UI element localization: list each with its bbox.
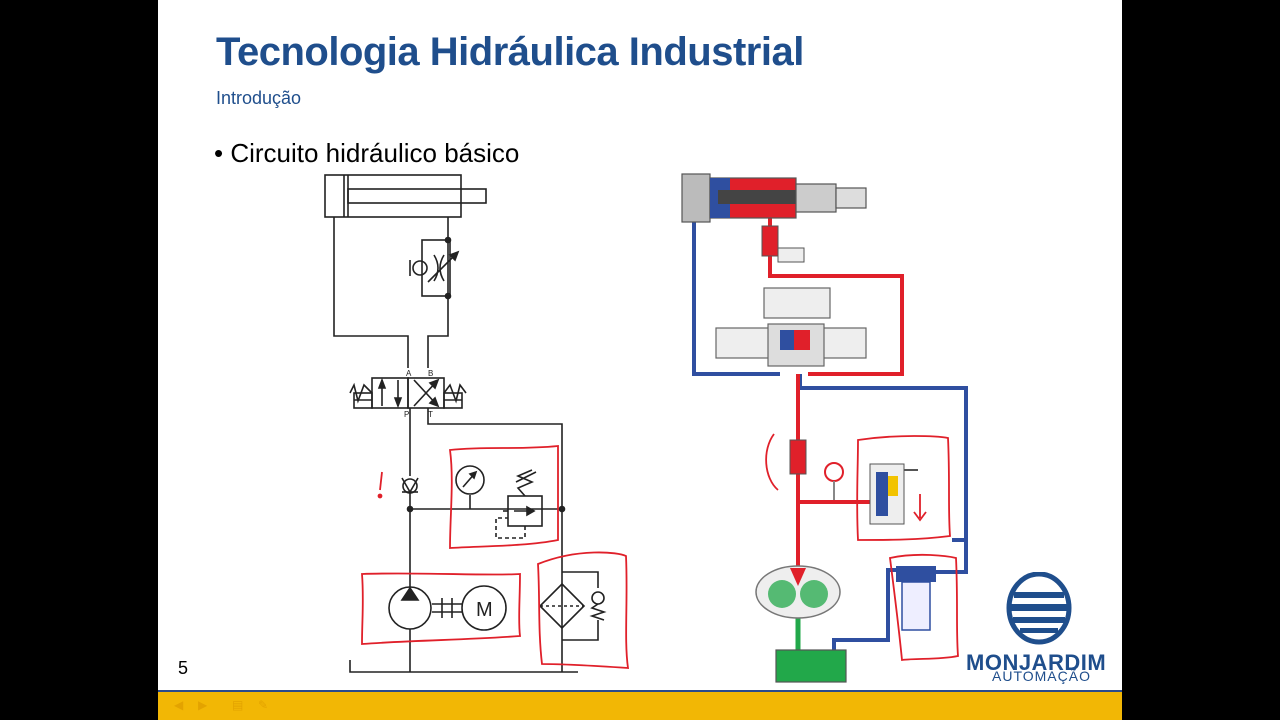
port-label-a: A	[406, 369, 412, 378]
pressure-gauge-symbol	[455, 465, 485, 509]
arrow-right-icon[interactable]: ▶	[198, 698, 208, 712]
pump-cutaway	[755, 565, 841, 619]
hydraulic-cutaway	[681, 173, 968, 683]
electric-motor-symbol	[461, 585, 507, 631]
motor-label: M	[476, 599, 493, 621]
monjardim-logo-icon	[1006, 572, 1072, 645]
slide: Tecnologia Hidráulica Industrial Introdu…	[158, 0, 1122, 720]
flow-control-valve-symbol	[409, 236, 460, 300]
pen-icon[interactable]: ✎	[258, 698, 269, 712]
hydraulic-diagrams: A B P T	[324, 173, 968, 683]
bullet-text: Circuito hidráulico básico	[230, 138, 520, 168]
check-valve-symbol	[401, 477, 419, 494]
bullet-item: • Circuito hidráulico básico	[214, 138, 520, 168]
page-number: 5	[178, 658, 189, 678]
filter-symbol	[538, 571, 607, 641]
flow-control-cutaway	[761, 225, 805, 263]
bottom-bar: ◀ ▶ ▤ ✎	[158, 690, 1122, 720]
logo-subtitle: AUTOMAÇÃO	[992, 668, 1091, 684]
logo-name: MONJARDIM	[966, 650, 1107, 675]
port-label-b: B	[428, 369, 433, 378]
pressure-gauge-cutaway	[824, 462, 844, 500]
check-valve-cutaway	[789, 439, 807, 475]
filter-cutaway	[896, 566, 936, 631]
hydraulic-schematic: A B P T	[324, 174, 607, 673]
slide-subtitle: Introdução	[216, 88, 302, 108]
reservoir-cutaway	[775, 649, 847, 683]
port-label-p: P	[404, 410, 409, 419]
relief-valve-symbol	[495, 469, 543, 539]
coupling-symbol	[432, 598, 462, 618]
arrow-left-icon[interactable]: ◀	[174, 698, 184, 712]
slide-title: Tecnologia Hidráulica Industrial	[216, 30, 804, 74]
port-label-t: T	[428, 410, 433, 419]
cylinder-symbol	[324, 174, 487, 218]
relief-valve-cutaway	[869, 463, 918, 525]
cylinder-cutaway	[681, 173, 867, 223]
directional-valve-symbol	[349, 377, 467, 409]
hand-annotations	[361, 445, 630, 669]
pump-symbol	[388, 568, 432, 672]
hand-annotations-right	[765, 433, 959, 662]
menu-icon[interactable]: ▤	[232, 698, 244, 712]
directional-valve-cutaway	[715, 287, 867, 367]
